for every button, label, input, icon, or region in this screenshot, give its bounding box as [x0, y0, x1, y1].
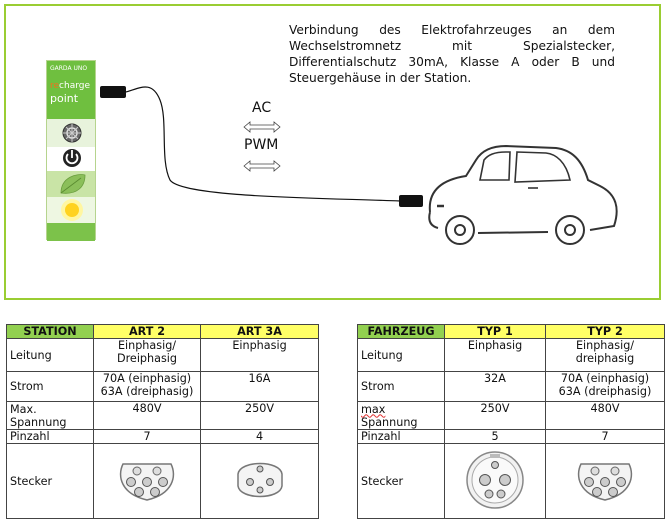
cell-art3a-spannung: 250V — [200, 401, 319, 430]
description-text: Verbindung des Elektrofahrzeuges an dem … — [289, 23, 615, 85]
signal-ac-label: AC — [252, 100, 272, 116]
diagram-panel — [4, 4, 661, 300]
cell-art3a-leitung: Einphasig — [200, 338, 319, 372]
charging-cable — [125, 86, 401, 202]
cell-typ2-strom: 70A (einphasig) 63A (dreiphasig) — [545, 371, 665, 402]
pwm-arrow-icon — [243, 160, 281, 172]
car-icon — [428, 144, 618, 245]
vehicle-table: FAHRZEUG TYP 1 TYP 2 Leitung Einphasig E… — [357, 324, 665, 519]
cell-typ1-spannung: 250V — [444, 401, 546, 430]
station-connector — [100, 86, 126, 98]
station-table-col-art3a: ART 3A — [200, 324, 319, 339]
row-label-stecker: Stecker — [357, 443, 445, 519]
cell-art3a-pinzahl: 4 — [200, 429, 319, 444]
type2-plug-icon — [577, 462, 633, 501]
station-table: STATION ART 2 ART 3A Leitung Einphasig/ … — [6, 324, 319, 519]
cell-typ1-pinzahl: 5 — [444, 429, 546, 444]
power-icon — [63, 149, 81, 167]
cell-typ2-spannung: 480V — [545, 401, 665, 430]
row-label-stecker: Stecker — [6, 443, 94, 519]
sun-icon — [61, 199, 83, 221]
cell-typ2-leitung: Einphasig/ dreiphasig — [545, 338, 665, 372]
cell-typ2-pinzahl: 7 — [545, 429, 665, 444]
cell-typ1-strom: 32A — [444, 371, 546, 402]
type3a-plug-icon — [236, 462, 283, 497]
vehicle-table-col-typ1: TYP 1 — [444, 324, 546, 339]
charging-station: GARDA UNO recharge point — [46, 60, 96, 241]
cell-art2-pinzahl: 7 — [93, 429, 201, 444]
cell-typ1-leitung: Einphasig — [444, 338, 546, 372]
cell-art3a-strom: 16A — [200, 371, 319, 402]
row-label-leitung: Leitung — [357, 338, 445, 372]
signal-pwm-label: PWM — [244, 137, 279, 153]
row-label-strom: Strom — [357, 371, 445, 402]
wheel-icon — [62, 123, 82, 143]
row-label-leitung: Leitung — [6, 338, 94, 372]
station-logo-sub: point — [50, 92, 79, 105]
station-table-col-art2: ART 2 — [93, 324, 201, 339]
ac-arrow-icon — [243, 121, 281, 133]
cell-art2-leitung: Einphasig/ Dreiphasig — [93, 338, 201, 372]
row-label-pinzahl: Pinzahl — [6, 429, 94, 444]
leaf-icon — [60, 174, 86, 194]
station-logo: recharge — [50, 81, 91, 91]
type2-plug-icon — [119, 462, 175, 501]
vehicle-connector — [399, 195, 423, 207]
row-label-strom: Strom — [6, 371, 94, 402]
station-table-header: STATION — [6, 324, 94, 339]
cell-art2-spannung: 480V — [93, 401, 201, 430]
type1-plug-icon — [466, 450, 524, 509]
vehicle-table-header: FAHRZEUG — [357, 324, 445, 339]
station-brand: GARDA UNO — [50, 65, 88, 72]
row-label-spannung: Max. Spannung — [6, 401, 94, 430]
cell-art2-strom: 70A (einphasig) 63A (dreiphasig) — [93, 371, 201, 402]
row-label-pinzahl: Pinzahl — [357, 429, 445, 444]
connection-graphic — [100, 86, 618, 245]
vehicle-table-col-typ2: TYP 2 — [545, 324, 665, 339]
